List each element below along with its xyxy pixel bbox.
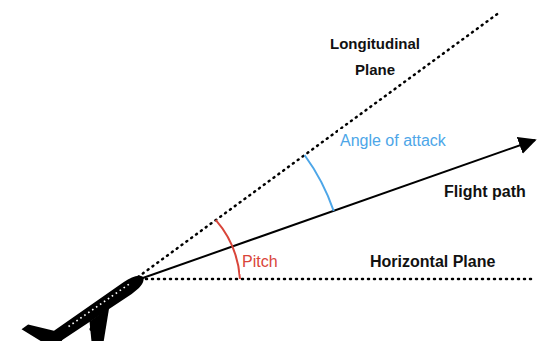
horizontal-line: [140, 278, 532, 281]
pitch-arc: [216, 220, 240, 279]
longitudinal-line: [138, 12, 500, 277]
angle-label: Angle of attack: [338, 129, 448, 153]
angle-of-attack-arc: [305, 155, 334, 211]
flight-path-label: Flight path: [442, 180, 528, 204]
flight-path-arrow: [140, 140, 535, 279]
airplane-silhouette: [22, 255, 166, 341]
pitch-label: Pitch: [240, 250, 280, 274]
plane-label: Horizontal Plane: [368, 250, 497, 274]
plane-label: Longitudinal Plane: [312, 31, 438, 83]
